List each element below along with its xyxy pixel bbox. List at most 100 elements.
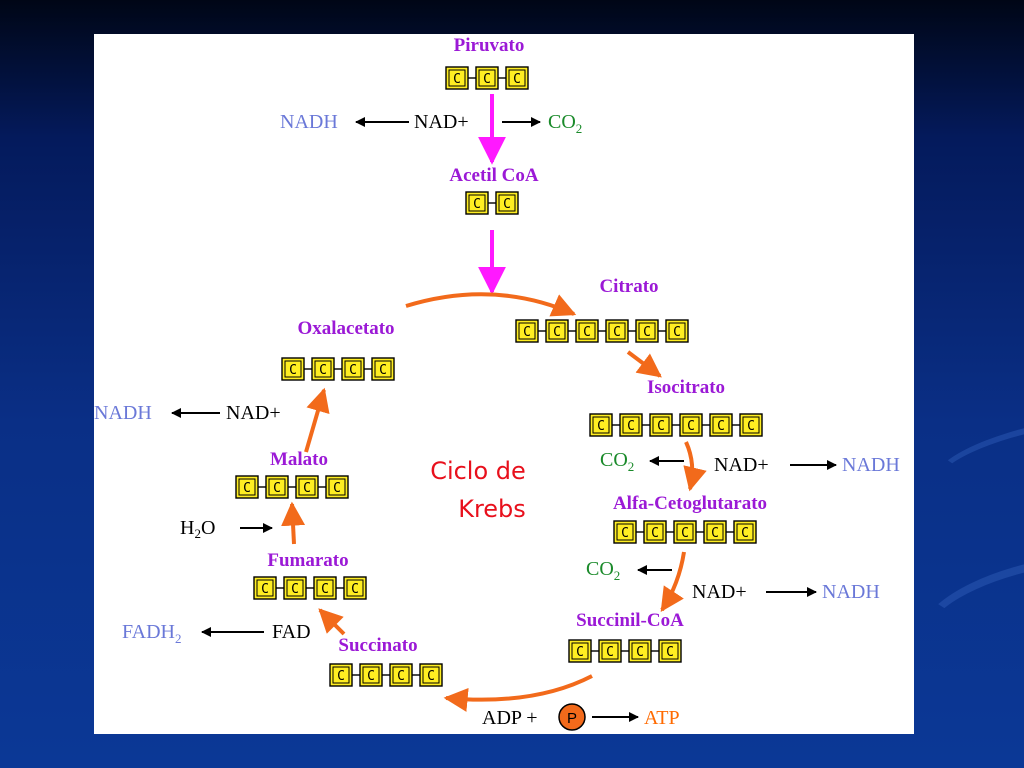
carbon-letter: C bbox=[397, 669, 405, 684]
carbon-cell-inner bbox=[742, 416, 760, 434]
arrow-alfa-to-succinil bbox=[660, 551, 686, 613]
phosphate-label: P bbox=[567, 710, 577, 727]
carbon-cell-inner bbox=[508, 69, 526, 87]
carbon-cell-inner bbox=[706, 523, 724, 541]
diagram-title-line2: Krebs bbox=[458, 495, 526, 523]
carbon-letter: C bbox=[636, 645, 644, 660]
label-citrato: Citrato bbox=[599, 276, 658, 297]
succinato-fad-label: FAD bbox=[272, 621, 311, 643]
carbon-letter: C bbox=[289, 363, 297, 378]
carbon-letter: C bbox=[747, 419, 755, 434]
carbon-letter: C bbox=[337, 669, 345, 684]
carbon-cell-inner bbox=[468, 194, 486, 212]
carbon-cell-inner bbox=[661, 642, 679, 660]
succinil-adp-label: ADP + bbox=[482, 707, 538, 729]
piruvato-co2-label: CO2 bbox=[548, 111, 582, 136]
carbon-letter: C bbox=[576, 645, 584, 660]
carbon-cell-inner bbox=[622, 416, 640, 434]
carbon-letter: C bbox=[319, 363, 327, 378]
carbon-cell bbox=[419, 663, 443, 687]
carbon-letter: C bbox=[711, 526, 719, 541]
carbon-letter: C bbox=[523, 325, 531, 340]
carbon-cell-inner bbox=[668, 322, 686, 340]
carbon-cell-inner bbox=[448, 69, 466, 87]
carbon-letter: C bbox=[243, 481, 251, 496]
carbon-cell-inner bbox=[316, 579, 334, 597]
isocitrato-nadh-label: NADH bbox=[842, 454, 900, 476]
background-swoosh bbox=[912, 534, 1024, 682]
oxalacetato-nad-label: NAD+ bbox=[226, 402, 281, 424]
carbon-letter: C bbox=[673, 325, 681, 340]
carbon-cell-inner bbox=[298, 478, 316, 496]
carbon-letter: C bbox=[427, 669, 435, 684]
alfa-co2-label: CO2 bbox=[586, 558, 620, 583]
carbon-letter: C bbox=[613, 325, 621, 340]
piruvato-nad-label: NAD+ bbox=[414, 111, 469, 133]
arrow-isocitrato-to-alfa bbox=[683, 441, 707, 492]
carbon-cell-inner bbox=[578, 322, 596, 340]
label-piruvato: Piruvato bbox=[454, 35, 525, 56]
carbon-cell-inner bbox=[314, 360, 332, 378]
oxalacetato-nadh-label: NADH bbox=[94, 402, 152, 424]
carbon-letter: C bbox=[583, 325, 591, 340]
carbon-cell bbox=[733, 520, 757, 544]
carbon-cell bbox=[495, 191, 519, 215]
label-succinato: Succinato bbox=[338, 635, 417, 656]
carbon-cell-inner bbox=[256, 579, 274, 597]
alfa-nad-label: NAD+ bbox=[692, 581, 747, 603]
carbon-letter: C bbox=[513, 72, 521, 87]
arrow-fumarato-to-malato bbox=[281, 501, 306, 545]
isocitrato-nad-label: NAD+ bbox=[714, 454, 769, 476]
label-isocitrato: Isocitrato bbox=[647, 377, 725, 398]
carbon-cell-inner bbox=[346, 579, 364, 597]
carbon-cell-inner bbox=[344, 360, 362, 378]
carbon-letter: C bbox=[379, 363, 387, 378]
carbon-letter: C bbox=[367, 669, 375, 684]
carbon-letter: C bbox=[657, 419, 665, 434]
carbon-letter: C bbox=[627, 419, 635, 434]
carbon-cell-inner bbox=[736, 523, 754, 541]
carbon-letter: C bbox=[741, 526, 749, 541]
succinil-atp-label: ATP bbox=[644, 707, 680, 729]
label-malato: Malato bbox=[270, 449, 328, 470]
carbon-letter: C bbox=[717, 419, 725, 434]
carbon-letter: C bbox=[483, 72, 491, 87]
carbon-cell-inner bbox=[284, 360, 302, 378]
carbon-letter: C bbox=[681, 526, 689, 541]
carbon-letter: C bbox=[291, 582, 299, 597]
arrow-malato-to-oxalacetato bbox=[304, 387, 330, 453]
label-acetil-coa: Acetil CoA bbox=[449, 165, 538, 186]
carbon-letter: C bbox=[321, 582, 329, 597]
carbon-letter: C bbox=[453, 72, 461, 87]
piruvato-nadh-label: NADH bbox=[280, 111, 338, 133]
carbon-cell bbox=[371, 357, 395, 381]
arrow-succinato-to-fumarato bbox=[318, 608, 346, 636]
label-succinil-coa: Succinil-CoA bbox=[576, 610, 684, 631]
carbon-cell-inner bbox=[712, 416, 730, 434]
carbon-cell-inner bbox=[571, 642, 589, 660]
carbon-cell-inner bbox=[646, 523, 664, 541]
carbon-cell bbox=[343, 576, 367, 600]
carbon-cell-inner bbox=[616, 523, 634, 541]
arrow-citrato-to-isocitrato bbox=[626, 350, 662, 378]
carbon-letter: C bbox=[643, 325, 651, 340]
carbon-letter: C bbox=[621, 526, 629, 541]
arrow-oxalacetato-to-citrato bbox=[405, 292, 577, 317]
label-fumarato: Fumarato bbox=[267, 550, 348, 571]
carbon-letter: C bbox=[349, 363, 357, 378]
carbon-cell-inner bbox=[548, 322, 566, 340]
carbon-letter: C bbox=[606, 645, 614, 660]
carbon-cell-inner bbox=[498, 194, 516, 212]
carbon-cell-inner bbox=[608, 322, 626, 340]
carbon-cell bbox=[658, 639, 682, 663]
carbon-cell-inner bbox=[238, 478, 256, 496]
arrow-succinil-to-succinato bbox=[443, 674, 593, 712]
carbon-cell bbox=[739, 413, 763, 437]
